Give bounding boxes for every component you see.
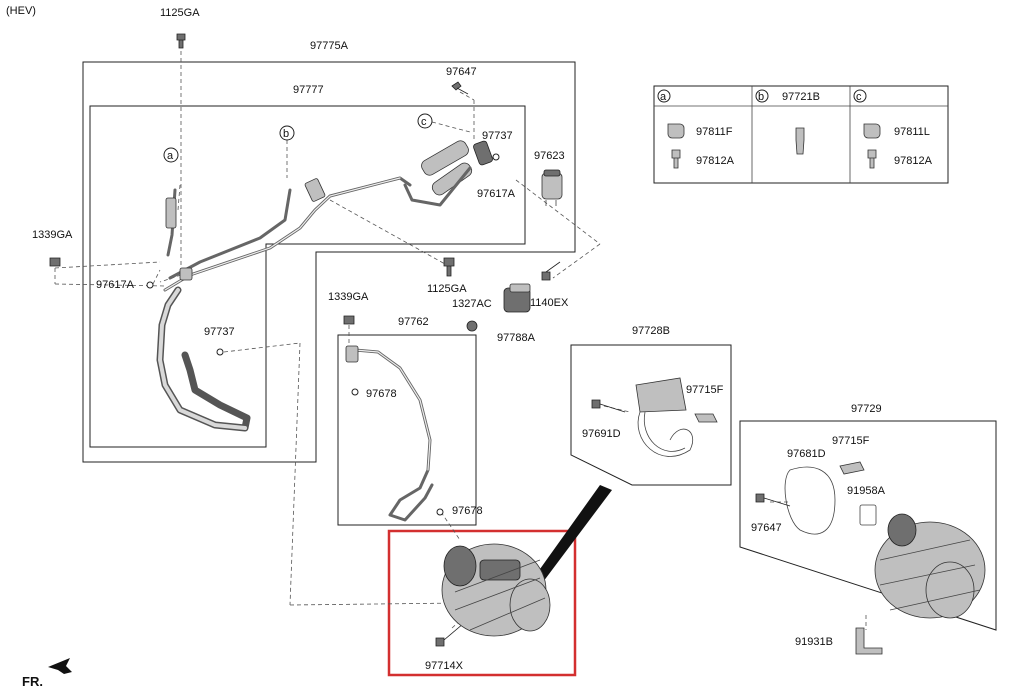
- legend-header-b: b: [758, 91, 764, 103]
- callout-c-circle: [417, 113, 433, 129]
- bracket-97788A: [503, 283, 531, 313]
- o-ring-icon: [784, 466, 836, 535]
- callout-c: c: [421, 116, 427, 128]
- gasket-icon: [839, 461, 865, 475]
- callout-a-circle: [163, 147, 179, 163]
- label-97714X: 97714X: [425, 660, 464, 672]
- label-1125GA-top: 1125GA: [160, 7, 200, 19]
- sensor-icon: [795, 127, 805, 155]
- label-1339GA-left: 1339GA: [32, 229, 73, 241]
- frame-97762: [337, 334, 477, 526]
- frame-97777: [89, 105, 526, 448]
- nut-icon: [466, 320, 478, 332]
- gasket-icon: [694, 413, 718, 423]
- label-97678-b: 97678: [452, 505, 483, 517]
- label-97617A-right: 97617A: [477, 188, 516, 200]
- variant-label: (HEV): [6, 5, 36, 17]
- label-97788A: 97788A: [497, 332, 536, 344]
- valve-core-icon: [867, 149, 877, 169]
- bolt-icon: [755, 493, 791, 507]
- bolt-icon: [541, 261, 561, 281]
- label-97737-top: 97737: [482, 130, 513, 142]
- label-97737-mid: 97737: [204, 326, 235, 338]
- bolt-icon: [451, 81, 469, 95]
- compressor-detail-97729: [784, 461, 986, 655]
- frame-97775A: [82, 61, 576, 463]
- legend-header-b-part: 97721B: [782, 91, 820, 103]
- callout-b-circle: [279, 125, 295, 141]
- legend-c-item-2: 97812A: [894, 155, 933, 167]
- accumulator-97623: [541, 169, 563, 206]
- legend-c-item-1: 97811L: [894, 126, 930, 138]
- label-1339GA-mid: 1339GA: [328, 291, 369, 303]
- leader-lines: [54, 44, 867, 630]
- frame-97728B: [570, 344, 732, 486]
- hose-assembly-97777: [146, 140, 500, 432]
- label-97678-a: 97678: [366, 388, 397, 400]
- legend-a-item-1: 97811F: [696, 126, 733, 138]
- label-97715F-a: 97715F: [686, 384, 724, 396]
- fastener-group: [49, 33, 791, 647]
- label-97623: 97623: [534, 150, 565, 162]
- compressor-97701: [441, 543, 551, 637]
- nut-icon: [49, 257, 61, 267]
- valve-core-icon: [671, 149, 681, 169]
- seal-icon: [859, 504, 877, 526]
- label-97681D: 97681D: [787, 448, 826, 460]
- label-97617A-left: 97617A: [96, 279, 135, 291]
- label-97762: 97762: [398, 316, 429, 328]
- bolt-icon: [591, 399, 626, 413]
- legend-a-item-2: 97812A: [696, 155, 735, 167]
- label-1327AC: 1327AC: [452, 298, 492, 310]
- callout-b: b: [283, 128, 289, 140]
- label-1125GA-mid: 1125GA: [427, 283, 467, 295]
- detail-pointer-arrow: [530, 485, 612, 586]
- discharge-hose-97762: [345, 345, 444, 522]
- legend-header-a: a: [660, 91, 667, 103]
- frame-97729: [739, 420, 997, 631]
- label-97715F-b: 97715F: [832, 435, 870, 447]
- label-97729: 97729: [851, 403, 882, 415]
- legend-table: a b 97721B c 97811F 97812A 97811L 97812A: [653, 85, 949, 184]
- front-direction-label: FR.: [22, 674, 43, 689]
- label-1140EX: 1140EX: [530, 297, 569, 309]
- label-91931B: 91931B: [795, 636, 833, 648]
- bolt-icon: [176, 33, 186, 49]
- nut-icon: [343, 315, 355, 325]
- cap-icon: [667, 123, 685, 139]
- callout-a: a: [167, 150, 174, 162]
- cap-icon: [863, 123, 881, 139]
- legend-header-c: c: [856, 91, 862, 103]
- bolt-icon: [443, 257, 455, 277]
- bracket-icon: [855, 627, 883, 655]
- label-97775A: 97775A: [310, 40, 349, 52]
- label-97777: 97777: [293, 84, 324, 96]
- front-arrow-icon: [48, 658, 72, 674]
- label-97647-top: 97647: [446, 66, 477, 78]
- label-97691D: 97691D: [582, 428, 621, 440]
- label-97647-right: 97647: [751, 522, 782, 534]
- highlight-compressor-box: [387, 529, 577, 677]
- label-91958A: 91958A: [847, 485, 886, 497]
- label-97728B: 97728B: [632, 325, 670, 337]
- inverter-cover-97728B: [635, 377, 718, 457]
